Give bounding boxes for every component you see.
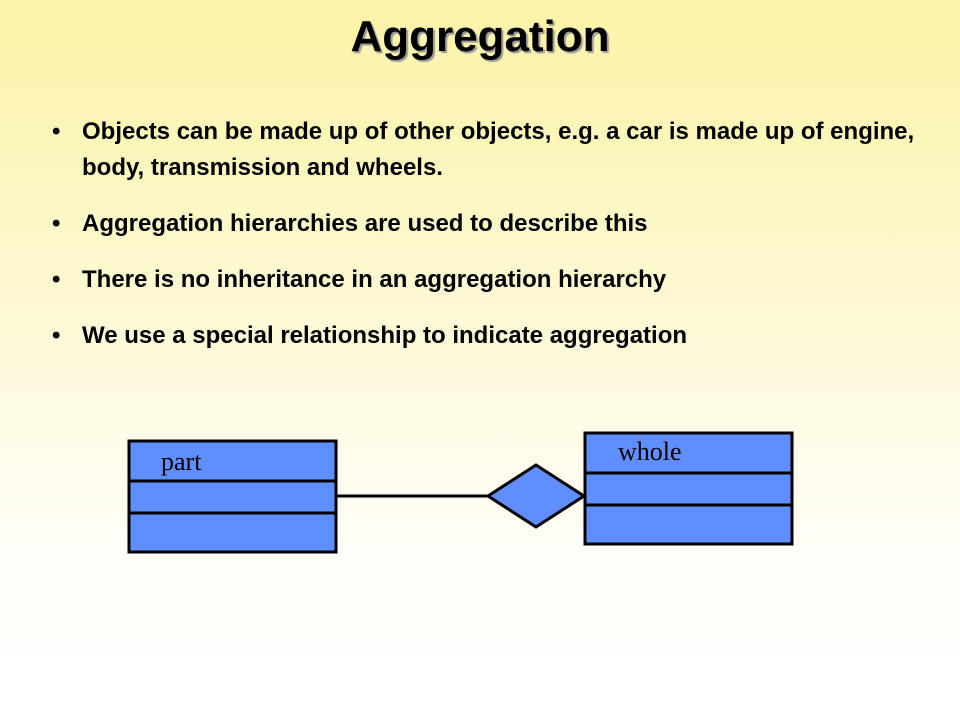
whole-name-compartment (583, 431, 794, 475)
aggregation-diamond (485, 463, 587, 529)
bullet-item: We use a special relationship to indicat… (50, 318, 930, 354)
bullet-item: There is no inheritance in an aggregatio… (50, 262, 930, 298)
whole-attributes-compartment (583, 471, 794, 507)
part-class-box: part (127, 439, 338, 554)
part-attributes-compartment (127, 479, 338, 515)
bullet-list: Objects can be made up of other objects,… (50, 114, 930, 374)
whole-class-box: whole (583, 431, 794, 546)
bullet-item: Aggregation hierarchies are used to desc… (50, 206, 930, 242)
part-label: part (161, 447, 202, 476)
whole-label: whole (618, 437, 682, 466)
bullet-item: Objects can be made up of other objects,… (50, 114, 930, 186)
slide-title: Aggregation (350, 12, 610, 61)
whole-operations-compartment (583, 503, 794, 546)
part-operations-compartment (127, 511, 338, 554)
